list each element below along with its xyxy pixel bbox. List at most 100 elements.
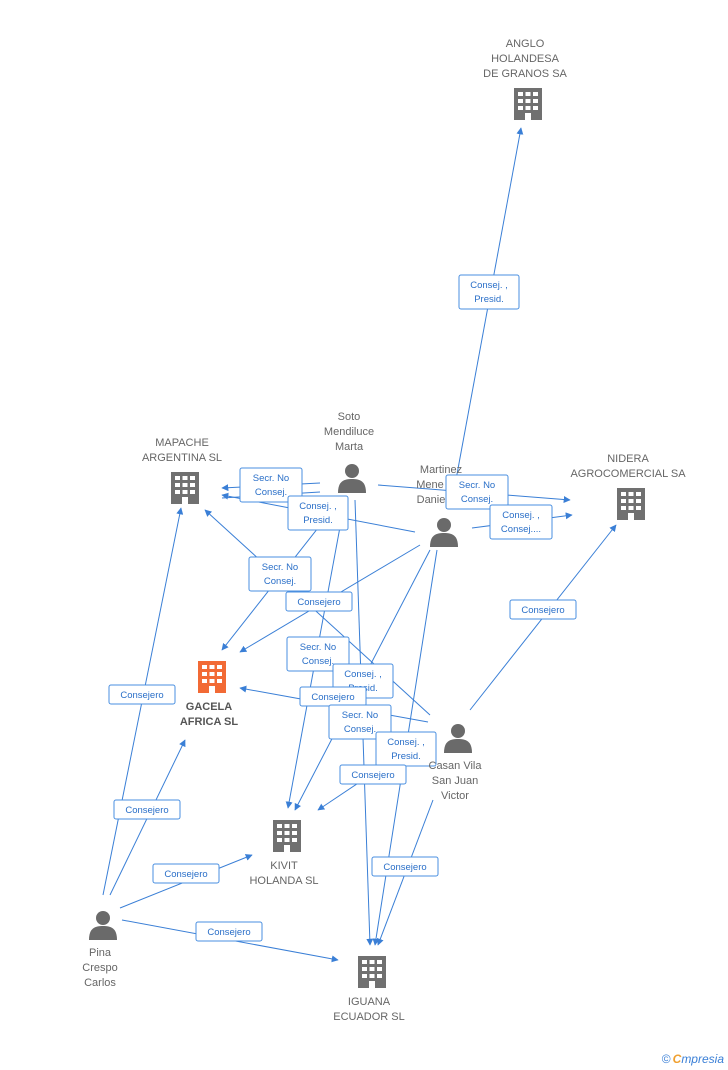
edge-label[interactable]: Consejero bbox=[108, 684, 176, 705]
node-label: Casan Vila bbox=[429, 760, 483, 772]
svg-text:Consej.: Consej. bbox=[344, 724, 376, 735]
edge-label[interactable]: Consejero bbox=[152, 863, 220, 884]
building-icon bbox=[514, 88, 542, 120]
node-label: ANGLO bbox=[506, 38, 545, 50]
edge-label[interactable]: Consej. , Presid. bbox=[458, 274, 520, 310]
svg-text:Secr. No: Secr. No bbox=[300, 642, 336, 653]
svg-text:Consej. ,: Consej. , bbox=[299, 501, 337, 512]
node-label: Danie bbox=[417, 494, 446, 506]
node-label: IGUANA bbox=[348, 996, 391, 1008]
node-label: Soto bbox=[338, 411, 361, 423]
node-label: San Juan bbox=[432, 775, 478, 787]
svg-text:Secr. No: Secr. No bbox=[262, 562, 298, 573]
svg-text:Consej.: Consej. bbox=[302, 656, 334, 667]
node-nidera-agrocomercial[interactable]: NIDERA AGROCOMERCIAL SA bbox=[570, 453, 686, 520]
node-casan-vila[interactable]: Casan Vila San Juan Victor bbox=[429, 724, 483, 802]
node-label: AGROCOMERCIAL SA bbox=[570, 468, 686, 480]
node-label: Pina bbox=[89, 947, 112, 959]
node-label: AFRICA SL bbox=[180, 716, 239, 728]
svg-text:Consejero: Consejero bbox=[311, 692, 354, 703]
node-mapache-argentina[interactable]: MAPACHE ARGENTINA SL bbox=[142, 437, 222, 504]
brand-logo: C bbox=[672, 1052, 682, 1066]
svg-text:Secr. No: Secr. No bbox=[342, 710, 378, 721]
edge-label[interactable]: Consejero bbox=[113, 799, 181, 820]
node-label: Martinez bbox=[420, 464, 462, 476]
svg-text:Consejero: Consejero bbox=[297, 597, 340, 608]
person-icon bbox=[444, 724, 472, 753]
edge-label[interactable]: Consej. , Presid. bbox=[287, 495, 349, 531]
node-soto-mendiluce[interactable]: Soto Mendiluce Marta bbox=[324, 411, 374, 493]
svg-text:Consej. ,: Consej. , bbox=[387, 737, 425, 748]
node-label: HOLANDESA bbox=[491, 53, 560, 65]
person-icon bbox=[338, 464, 366, 493]
edge-label[interactable]: Consejero bbox=[195, 921, 263, 942]
nodes: ANGLO HOLANDESA DE GRANOS SA MAPACHE ARG… bbox=[82, 38, 686, 1023]
node-label: ECUADOR SL bbox=[333, 1011, 405, 1023]
node-label: KIVIT bbox=[270, 860, 298, 872]
svg-text:Consejero: Consejero bbox=[207, 927, 250, 938]
node-label: MAPACHE bbox=[155, 437, 209, 449]
edge-label[interactable]: Consejero bbox=[299, 686, 367, 707]
person-icon bbox=[89, 911, 117, 940]
svg-text:Presid.: Presid. bbox=[391, 751, 421, 762]
edges bbox=[102, 127, 617, 963]
svg-text:Secr. No: Secr. No bbox=[253, 473, 289, 484]
svg-text:Consej. ,: Consej. , bbox=[470, 280, 508, 291]
node-martinez[interactable]: Martinez Mene Danie bbox=[416, 464, 462, 547]
node-label: ARGENTINA SL bbox=[142, 452, 222, 464]
edge-label[interactable]: Consej. , Presid. bbox=[375, 731, 437, 767]
edge-label[interactable]: Consejero bbox=[285, 591, 353, 612]
svg-text:Consejero: Consejero bbox=[164, 869, 207, 880]
edge-label[interactable]: Secr. No Consej. bbox=[239, 467, 303, 503]
building-icon bbox=[358, 956, 386, 988]
svg-text:Secr. No: Secr. No bbox=[459, 480, 495, 491]
svg-text:Consej.: Consej. bbox=[255, 487, 287, 498]
footer-brand[interactable]: ©Cmpresia bbox=[662, 1052, 724, 1066]
building-icon bbox=[171, 472, 199, 504]
edge-casan-mapache bbox=[204, 509, 431, 716]
node-label: Crespo bbox=[82, 962, 117, 974]
node-label: HOLANDA SL bbox=[249, 875, 318, 887]
svg-text:Consejero: Consejero bbox=[351, 770, 394, 781]
edge-label[interactable]: Consejero bbox=[371, 856, 439, 877]
node-label: Mendiluce bbox=[324, 426, 374, 438]
edge-label[interactable]: Consejero bbox=[339, 764, 407, 785]
svg-text:Consej.: Consej. bbox=[461, 494, 493, 505]
svg-text:Presid.: Presid. bbox=[474, 294, 504, 305]
building-icon bbox=[198, 661, 226, 693]
copyright-icon: © bbox=[661, 1052, 671, 1066]
node-anglo-holandesa[interactable]: ANGLO HOLANDESA DE GRANOS SA bbox=[483, 38, 568, 120]
svg-text:Presid.: Presid. bbox=[303, 515, 333, 526]
svg-text:Consejero: Consejero bbox=[521, 605, 564, 616]
brand-name: mpresia bbox=[681, 1052, 724, 1066]
edge-label[interactable]: Consejero bbox=[509, 599, 577, 620]
node-gacela-africa[interactable]: GACELA AFRICA SL bbox=[180, 661, 239, 728]
node-label: NIDERA bbox=[607, 453, 649, 465]
edge-label[interactable]: Secr. No Consej. bbox=[328, 704, 392, 740]
edge-label[interactable]: Secr. No Consej. bbox=[445, 474, 509, 510]
node-label: GACELA bbox=[186, 701, 233, 713]
edge-label[interactable]: Secr. No Consej. bbox=[248, 556, 312, 592]
svg-text:Consej. ,: Consej. , bbox=[344, 669, 382, 680]
edge-labels: Consej. , Presid. Secr. No Consej. Conse… bbox=[108, 274, 577, 942]
building-icon bbox=[273, 820, 301, 852]
svg-text:Consej.: Consej. bbox=[264, 576, 296, 587]
svg-text:Consejero: Consejero bbox=[383, 862, 426, 873]
node-label: DE GRANOS SA bbox=[483, 68, 567, 80]
svg-text:Consejero: Consejero bbox=[120, 690, 163, 701]
node-pina-crespo[interactable]: Pina Crespo Carlos bbox=[82, 911, 118, 989]
svg-text:Consejero: Consejero bbox=[125, 805, 168, 816]
svg-text:Consej. ,: Consej. , bbox=[502, 510, 540, 521]
svg-text:Consej....: Consej.... bbox=[501, 524, 541, 535]
node-label: Victor bbox=[441, 790, 469, 802]
building-icon bbox=[617, 488, 645, 520]
node-kivit-holanda[interactable]: KIVIT HOLANDA SL bbox=[249, 820, 319, 887]
node-label: Marta bbox=[335, 441, 364, 453]
node-iguana-ecuador[interactable]: IGUANA ECUADOR SL bbox=[333, 956, 405, 1023]
edge-label[interactable]: Secr. No Consej. bbox=[286, 636, 350, 672]
node-label: Mene bbox=[416, 479, 444, 491]
edge-label[interactable]: Consej. , Consej.... bbox=[489, 504, 553, 540]
node-label: Carlos bbox=[84, 977, 116, 989]
person-icon bbox=[430, 518, 458, 547]
